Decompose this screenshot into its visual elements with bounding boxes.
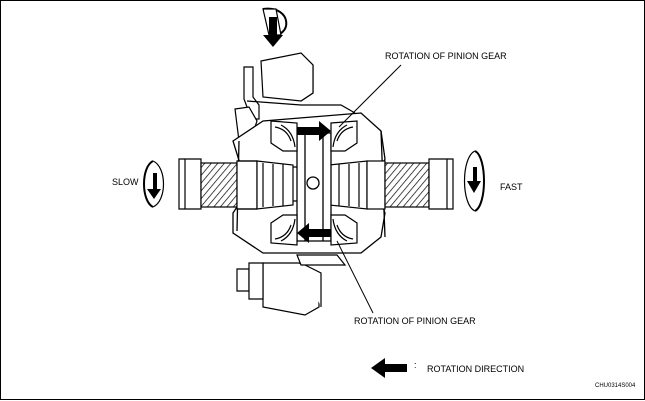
slow-label: SLOW — [112, 177, 139, 187]
bottom-leader-line — [336, 240, 374, 314]
fast-rotation-arrow-icon — [464, 150, 485, 212]
slow-rotation-arrow-icon — [143, 160, 164, 208]
figure-code: CHU0314S004 — [595, 383, 636, 389]
top-leader-line — [338, 64, 402, 128]
fast-label: FAST — [500, 182, 523, 192]
legend-separator: : — [414, 360, 417, 370]
left-axle-shaft — [178, 158, 258, 210]
legend-text: ROTATION DIRECTION — [427, 364, 525, 374]
lower-bracket — [236, 254, 347, 316]
upper-pinion-right-arrow-icon — [297, 121, 331, 141]
right-axle-shaft — [366, 158, 454, 210]
pinion-rotation-label-top: ROTATION OF PINION GEAR — [385, 51, 507, 61]
right-side-gear — [328, 160, 368, 210]
upper-pinion-gear — [270, 120, 358, 152]
top-rotation-arrow-icon — [262, 7, 288, 47]
legend-arrow-icon — [371, 358, 407, 378]
pinion-shaft — [296, 132, 332, 242]
left-side-gear — [256, 160, 294, 210]
lower-pinion-gear — [270, 214, 358, 246]
pinion-rotation-label-bottom: ROTATION OF PINION GEAR — [354, 316, 476, 326]
lower-pinion-left-arrow-icon — [297, 223, 331, 243]
